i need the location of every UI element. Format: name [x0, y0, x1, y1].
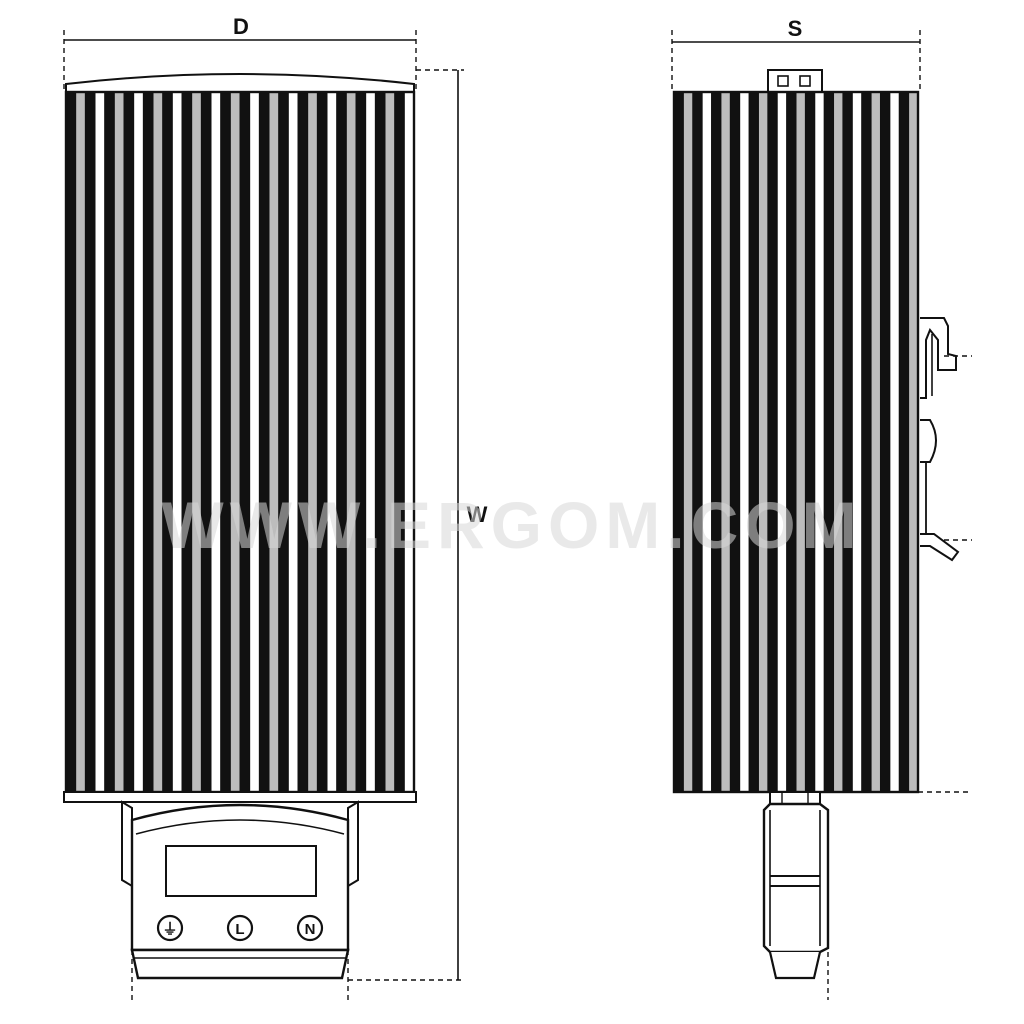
fin-dark: [317, 92, 327, 792]
fin-light: [133, 91, 144, 793]
front-top-cap: [65, 73, 415, 93]
fin-dark: [842, 92, 853, 792]
fin-light: [287, 91, 299, 793]
fin-dark: [394, 92, 405, 792]
fin-dark: [899, 92, 909, 792]
fin-light: [365, 91, 376, 793]
terminal-earth: ⏚: [156, 914, 184, 942]
front-heatsink-fins: [66, 91, 415, 793]
fin-dark: [162, 92, 173, 792]
fin-light: [345, 91, 357, 793]
neutral-terminal-icon: [296, 914, 324, 942]
dimension-d-label: D: [233, 14, 249, 39]
fin-light: [229, 91, 241, 793]
fin-light: [171, 91, 183, 793]
fin-dark: [259, 92, 269, 792]
fin-light: [814, 91, 825, 793]
terminal-line: L: [226, 914, 254, 942]
dimension-s-label: S: [788, 16, 803, 41]
dimension-w: W: [348, 69, 488, 981]
fin-light: [384, 91, 396, 793]
fin-light: [113, 91, 125, 793]
fin-light: [870, 91, 881, 793]
dimension-w-label: W: [467, 502, 488, 527]
fin-light: [776, 91, 788, 793]
fin-dark: [356, 92, 366, 792]
fin-dark: [278, 92, 289, 792]
fin-dark: [143, 92, 153, 792]
fin-dark: [805, 92, 815, 792]
terminal-base-plate: [130, 948, 350, 980]
fin-light: [191, 91, 202, 793]
fin-light: [720, 91, 731, 793]
fin-light: [75, 91, 86, 793]
fin-dark: [824, 92, 834, 792]
watermark-text: WWW.ERGOM.COM: [161, 488, 862, 562]
din-rail-clip: [920, 317, 972, 562]
fin-light: [908, 91, 919, 793]
fin-dark: [124, 92, 134, 792]
fin-dark: [711, 92, 721, 792]
fin-light: [307, 91, 318, 793]
fin-dark: [730, 92, 740, 792]
fin-light: [152, 91, 164, 793]
fin-light: [249, 91, 260, 793]
fin-dark: [674, 92, 684, 792]
fin-light: [889, 91, 900, 793]
fin-light: [851, 91, 863, 793]
fin-light: [326, 91, 338, 793]
fin-dark: [786, 92, 796, 792]
terminal-housing-back-right: [347, 800, 359, 888]
terminal-housing-back: [121, 800, 133, 888]
dimension-d: D: [63, 14, 417, 92]
terminal-line-label: L: [235, 921, 244, 938]
fin-dark: [182, 92, 192, 792]
fin-dark: [220, 92, 231, 792]
fin-dark: [767, 92, 778, 792]
fin-dark: [240, 92, 250, 792]
fin-light: [682, 91, 694, 793]
side-view: S: [671, 16, 972, 1000]
fin-dark: [66, 92, 76, 792]
front-view: D ⏚ L N: [63, 14, 488, 1004]
fin-dark: [692, 92, 703, 792]
fin-light: [757, 91, 769, 793]
side-heatsink-fins: [674, 91, 919, 793]
fin-dark: [298, 92, 308, 792]
terminal-housing-lid-line: [135, 819, 345, 835]
fin-light: [94, 91, 106, 793]
fin-dark: [880, 92, 890, 792]
terminal-label-window: [165, 845, 317, 897]
line-terminal-icon: [226, 914, 254, 942]
fin-light: [403, 91, 415, 793]
fin-light: [739, 91, 750, 793]
terminal-neutral: N: [296, 914, 324, 942]
fin-light: [701, 91, 713, 793]
fin-dark: [336, 92, 347, 792]
fin-dark: [85, 92, 95, 792]
fin-light: [268, 91, 280, 793]
front-bottom-rail: [63, 791, 417, 803]
fin-light: [795, 91, 806, 793]
terminal-neutral-label: N: [305, 921, 316, 938]
fin-light: [210, 91, 222, 793]
fin-light: [833, 91, 844, 793]
dimension-s: S: [671, 16, 921, 92]
fin-dark: [749, 92, 759, 792]
side-top-clip: [767, 69, 823, 93]
fin-dark: [201, 92, 211, 792]
side-terminal-block: [762, 791, 830, 1000]
earth-terminal-icon: [156, 914, 184, 942]
fin-dark: [861, 92, 872, 792]
terminal-earth-label: ⏚: [162, 921, 177, 938]
fin-dark: [375, 92, 385, 792]
fin-dark: [104, 92, 115, 792]
